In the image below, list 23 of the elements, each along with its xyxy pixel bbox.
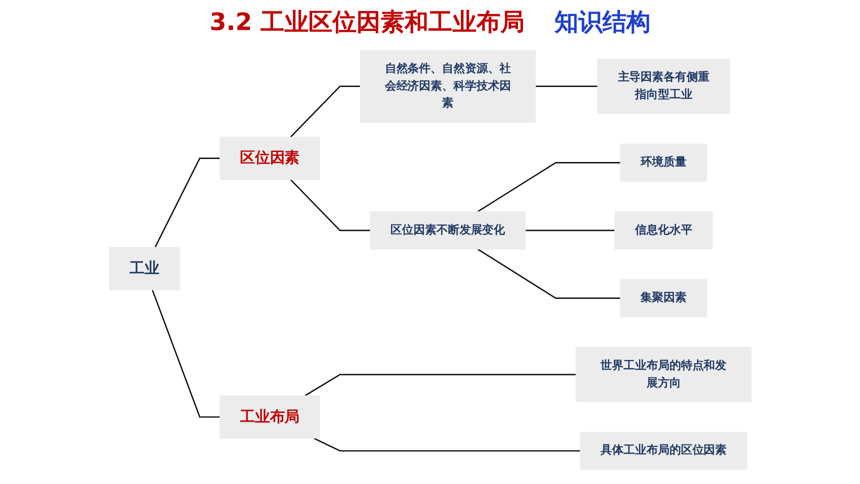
connector [290,179,370,232]
connector [154,158,220,248]
connector [313,438,580,452]
connector [535,86,598,87]
node-box: 具体工业布局的区位因素 [580,432,747,470]
node-box: 工业 [108,247,180,290]
connector [476,162,620,212]
node-box: 工业布局 [219,395,320,439]
node-box: 世界工业布局的特点和发展方向 [575,346,752,402]
connector [304,374,576,396]
title: 3.2 工业区位因素和工业布局 [210,8,524,36]
connector [290,86,360,138]
node-box: 自然条件、自然资源、社会经济因素、科学技术因素 [360,50,536,123]
node-box: 信息化水平 [614,211,712,250]
node-box: 主导因素各有侧重 指向型工业 [596,58,730,114]
node-box: 区位因素不断发展变化 [370,211,526,250]
node-box: 环境质量 [620,144,707,182]
connector [525,230,614,232]
connector [151,290,220,418]
node-box: 区位因素 [219,136,320,180]
connector [476,248,620,299]
node-box: 集聚因素 [620,279,707,318]
subtitle: 知识结构 [554,8,650,36]
